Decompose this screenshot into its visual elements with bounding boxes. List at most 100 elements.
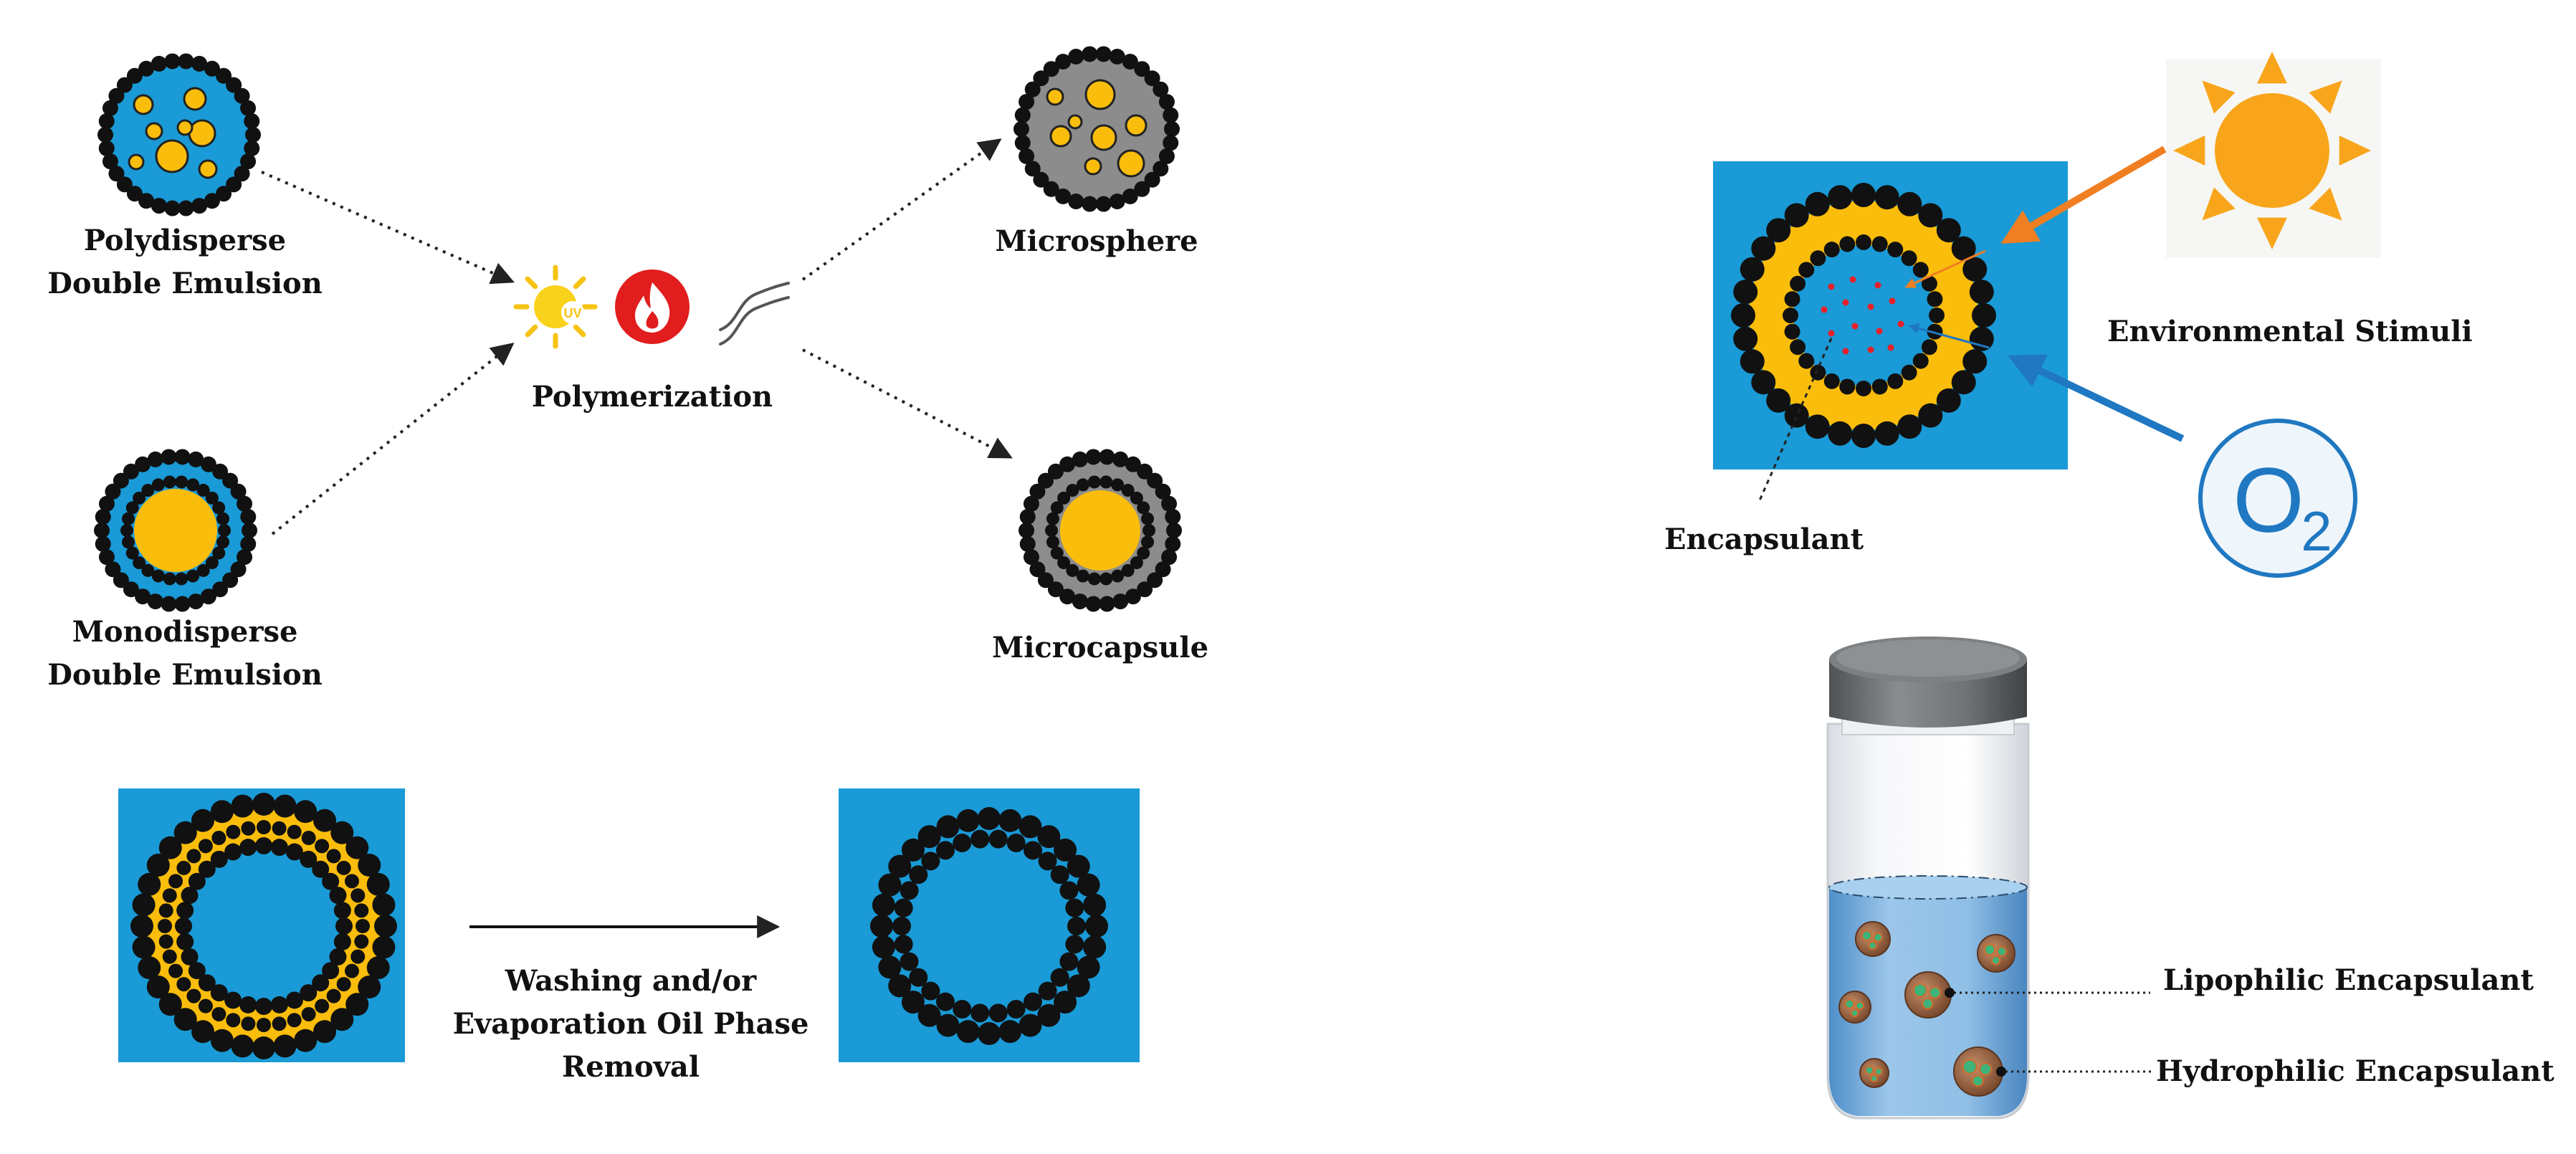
outer-shell-bead [366,872,390,896]
shell-bead [1109,49,1125,65]
shell-bead [1029,561,1046,578]
encapsulant-leader [1758,338,1833,501]
inner-droplet [1870,1074,1879,1082]
outer-shell-bead [313,809,336,832]
microsphere [1013,46,1180,212]
mid-shell-bead [315,998,330,1014]
mid-shell-bead [354,903,369,918]
outer-shell-bead [358,976,381,998]
inner-shell-bead [1921,339,1937,356]
inner-shell-bead [312,974,330,992]
inner-shell-bead [1929,307,1945,323]
encapsulant-molecule [1867,346,1874,353]
inner-shell-bead [1927,291,1943,307]
sun-ray [2309,187,2342,221]
inner-shell-bead [188,872,206,890]
shell-bead [98,140,115,156]
inner-shell-bead [894,898,913,917]
inner-shell-bead [1912,353,1929,369]
inner-shell-bead [212,501,226,515]
encapsulant-molecule [1828,283,1835,290]
mid-shell-bead [354,934,369,949]
outer-shell-bead [1085,915,1108,938]
outer-shell-bead [1962,349,1988,374]
oil-droplet [155,139,189,173]
inner-shell-bead [210,850,228,868]
encapsulant-molecule [1889,297,1896,305]
inner-shell-bead [1046,535,1059,549]
shell-bead [1144,171,1160,188]
inner-shell-bead [239,996,257,1014]
outer-shell-bead [191,1020,214,1044]
outer-shell-bead [1972,303,1996,328]
arrow-light-stimulus [2000,146,2167,244]
arrow-to-microsphere [801,138,1002,281]
outer-shell-bead [1083,893,1107,917]
inner-shell-bead [300,984,318,1002]
outer-shell-bead [273,794,297,818]
shell-bead [1023,549,1039,566]
encapsulated-droplet [1084,79,1116,110]
inner-shell-bead [120,524,133,537]
inner-shell-bead [1141,512,1155,525]
mid-shell-bead [287,1013,302,1028]
outer-shell-bead [1969,326,1994,351]
sun-ray [2257,217,2287,249]
shell-bead [1161,549,1178,566]
inner-shell-bead [970,1003,990,1023]
mid-shell-bead [162,888,177,903]
inner-droplet [1868,940,1877,950]
outer-shell-bead [1733,280,1758,305]
inner-droplet [1850,1008,1859,1018]
shell-bead [1122,188,1138,204]
encapsulant-molecule [1851,323,1859,330]
mid-shell-bead [344,963,359,978]
shell-bead [1072,451,1088,467]
shell-bead [191,198,208,214]
inner-shell-bead [1087,475,1101,489]
shell-bead [1072,593,1088,610]
uv-ray [573,276,586,290]
outer-shell-bead [294,1029,318,1052]
mid-shell-bead [226,824,241,839]
shell-bead [1165,509,1181,525]
inner-droplet [1912,983,1927,998]
outer-shell-bead [1751,236,1776,261]
inner-shell-bead [1798,262,1815,278]
shell-bead [126,67,143,84]
outer-shell-bead [978,1022,1001,1045]
shell-bead [1082,46,1098,62]
inner-shell-bead [1871,378,1888,395]
inner-shell-bead [1810,250,1826,267]
shell-bead [1158,148,1175,164]
inner-shell-bead [196,563,210,577]
outer-shell-bead [273,1034,297,1058]
outer-shell-bead [1019,1014,1042,1037]
polydisperse-line-1: Polydisperse [83,224,287,257]
encapsulated-droplet [1090,124,1117,151]
shell-bead [105,561,121,578]
inner-shell-bead [1059,952,1079,971]
outer-shell-bead [372,893,396,917]
arrow-poly-to-polymerization [261,171,515,285]
polydisperse-line-2: Double Emulsion [47,267,323,300]
inner-shell-bead [176,902,194,920]
outer-shell-bead [1962,257,1988,282]
uv-ray [525,276,538,290]
inner-shell-bead [210,984,228,1002]
inner-shell-bead [1823,242,1840,258]
shell-bead [1137,581,1153,598]
outer-shell-bead [132,893,156,917]
shell-bead [98,495,115,512]
shell-bead [1019,509,1036,525]
shell-bead [108,166,125,182]
shell-bead [244,140,260,156]
inner-shell-bead [322,962,340,980]
shell-bead [1033,70,1049,87]
outer-shell-bead [917,1003,941,1027]
outer-shell-bead [313,1020,336,1044]
polymerization-label: Polymerization [531,380,773,414]
inner-shell-bead [970,829,990,849]
shell-bead [178,200,194,216]
shell-bead [1147,472,1163,489]
